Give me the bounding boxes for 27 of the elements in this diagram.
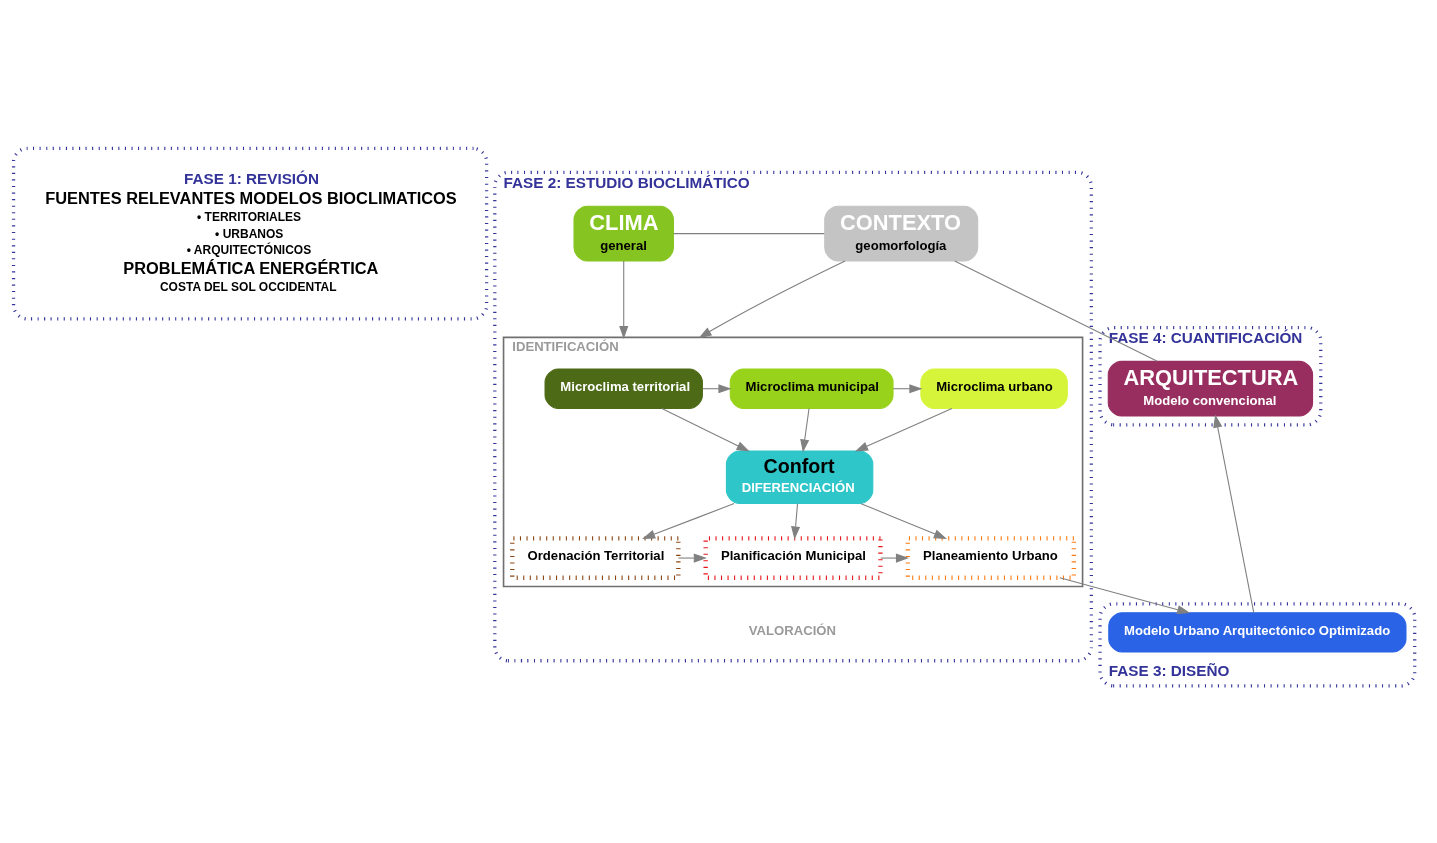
connector [673, 233, 825, 235]
arrow [800, 408, 810, 453]
arrow [677, 553, 707, 563]
arrow [855, 408, 953, 452]
node-box: Microclima territorial [544, 368, 703, 409]
node-box: Confort DIFERENCIACIÓN [725, 450, 874, 504]
node-box: Microclima municipal [729, 368, 894, 409]
arrow [880, 553, 910, 563]
node-box: Modelo Urbano Arquitectónico Optimizado [1108, 612, 1407, 653]
node-box: Ordenación Territorial [510, 536, 681, 580]
node-box: CONTEXTO geomorfología [824, 205, 979, 262]
arrow [1059, 577, 1191, 615]
arrow [698, 260, 846, 339]
node-box: FASE 1: REVISIÓN FUENTES RELEVANTES MODELOS BIOCLIMATICOS • TERRITORIALES • URBANOS • ARQUITECTÓNICOS PROBLEMÁTICA ENERGÉRTICA COSTA DEL SOL OCCIDENTAL [11, 146, 489, 321]
arrow [661, 408, 750, 452]
arrow [791, 503, 801, 540]
label: VALORACIÓN [748, 622, 836, 638]
connector [954, 260, 1158, 362]
arrow [619, 260, 629, 340]
arrow [642, 503, 735, 539]
node-box: Planificación Municipal [703, 536, 883, 580]
node-box: ARQUITECTURA Modelo convencional [1107, 360, 1314, 417]
node-box: CLIMA general [573, 205, 674, 262]
node-box: Microclima urbano [920, 368, 1068, 409]
arrow [860, 503, 947, 539]
node-box: Planeamiento Urbano [905, 536, 1077, 580]
arrow [1213, 414, 1255, 614]
